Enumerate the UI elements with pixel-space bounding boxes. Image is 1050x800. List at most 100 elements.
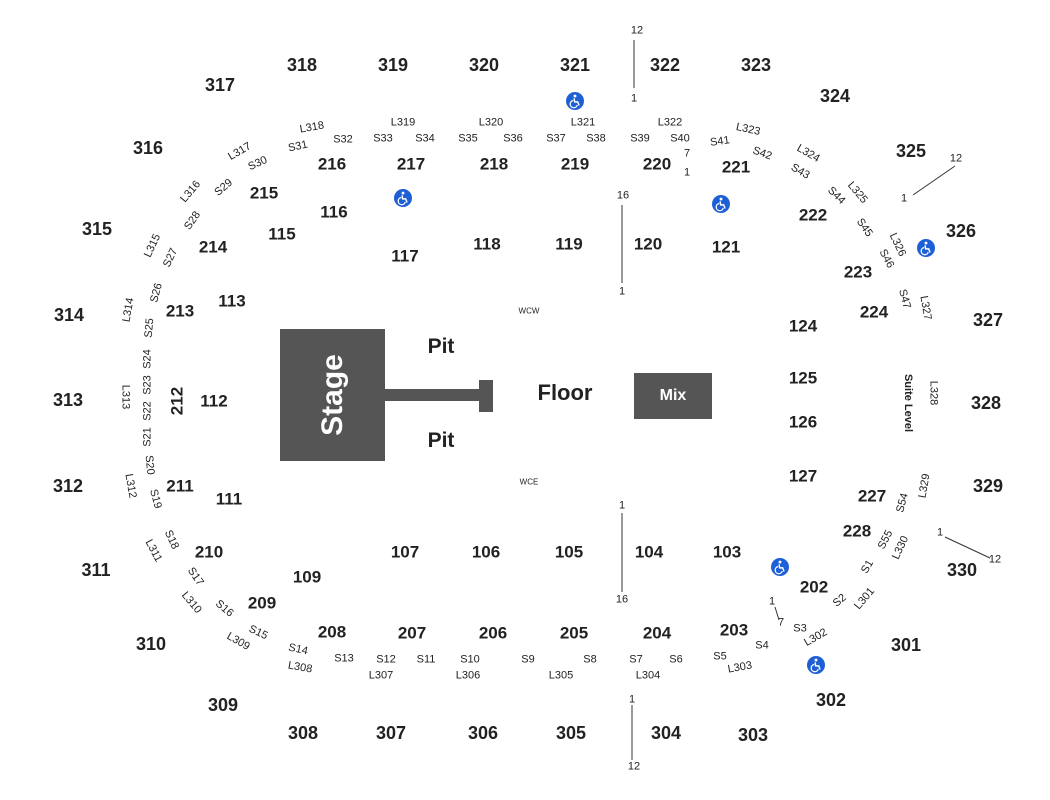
section-104[interactable]: 104: [634, 542, 664, 562]
section-313[interactable]: 313: [52, 390, 84, 410]
loge-L321[interactable]: L321: [570, 116, 596, 129]
suite-S33[interactable]: S33: [373, 132, 393, 145]
section-105[interactable]: 105: [554, 542, 584, 562]
section-117[interactable]: 117: [391, 246, 419, 266]
wheelchair-icon[interactable]: [394, 189, 412, 207]
wheelchair-icon[interactable]: [712, 195, 730, 213]
section-326[interactable]: 326: [945, 221, 977, 241]
loge-L320[interactable]: L320: [478, 116, 504, 129]
section-305[interactable]: 305: [555, 723, 587, 743]
section-203[interactable]: 203: [719, 620, 749, 640]
suite-S3[interactable]: S3: [793, 622, 807, 635]
section-222[interactable]: 222: [798, 205, 828, 225]
section-207[interactable]: 207: [397, 623, 427, 643]
suite-S21[interactable]: S21: [141, 427, 154, 447]
loge-L319[interactable]: L319: [390, 116, 416, 129]
section-329[interactable]: 329: [972, 476, 1004, 496]
loge-L313[interactable]: L313: [119, 384, 132, 410]
section-111[interactable]: 111: [215, 489, 243, 509]
section-107[interactable]: 107: [390, 542, 420, 562]
suite-S23[interactable]: S23: [141, 375, 154, 395]
section-221[interactable]: 221: [721, 157, 751, 177]
suite-S36[interactable]: S36: [503, 132, 523, 145]
section-304[interactable]: 304: [650, 723, 682, 743]
section-219[interactable]: 219: [560, 154, 590, 174]
pit-front-right[interactable]: Pit: [427, 429, 455, 452]
wheelchair-icon[interactable]: [771, 558, 789, 576]
section-320[interactable]: 320: [468, 55, 500, 75]
suite-S9[interactable]: S9: [521, 653, 535, 666]
section-119[interactable]: 119: [555, 234, 583, 254]
section-120[interactable]: 120: [633, 234, 663, 254]
suite-S4[interactable]: S4: [755, 639, 769, 652]
suite-S7[interactable]: S7: [629, 653, 643, 666]
section-306[interactable]: 306: [467, 723, 499, 743]
section-206[interactable]: 206: [478, 623, 508, 643]
suite-S38[interactable]: S38: [586, 132, 606, 145]
section-126[interactable]: 126: [788, 412, 818, 432]
section-208[interactable]: 208: [317, 622, 347, 642]
section-319[interactable]: 319: [377, 55, 409, 75]
section-106[interactable]: 106: [471, 542, 501, 562]
suite-S32[interactable]: S32: [333, 133, 353, 146]
section-314[interactable]: 314: [53, 305, 85, 325]
section-118[interactable]: 118: [473, 234, 501, 254]
section-312[interactable]: 312: [52, 476, 84, 496]
section-318[interactable]: 318: [286, 55, 318, 75]
section-330[interactable]: 330: [946, 560, 978, 580]
section-115[interactable]: 115: [268, 224, 296, 244]
suite-S8[interactable]: S8: [583, 653, 597, 666]
section-315[interactable]: 315: [81, 219, 113, 239]
section-303[interactable]: 303: [737, 725, 769, 745]
section-311[interactable]: 311: [81, 560, 111, 580]
section-227[interactable]: 227: [857, 486, 887, 506]
suite-S37[interactable]: S37: [546, 132, 566, 145]
section-309[interactable]: 309: [207, 695, 239, 715]
section-112[interactable]: 112: [200, 391, 228, 411]
loge-L322[interactable]: L322: [657, 116, 683, 129]
section-327[interactable]: 327: [972, 310, 1004, 330]
wheelchair-icon[interactable]: [807, 656, 825, 674]
section-204[interactable]: 204: [642, 623, 672, 643]
suite-S24[interactable]: S24: [141, 349, 154, 369]
section-116[interactable]: 116: [320, 202, 348, 222]
section-109[interactable]: 109: [292, 567, 322, 587]
section-310[interactable]: 310: [135, 634, 167, 654]
section-301[interactable]: 301: [890, 635, 922, 655]
suite-S35[interactable]: S35: [458, 132, 478, 145]
section-223[interactable]: 223: [843, 262, 873, 282]
section-127[interactable]: 127: [788, 466, 818, 486]
section-308[interactable]: 308: [287, 723, 319, 743]
suite-S12[interactable]: S12: [376, 653, 396, 666]
section-302[interactable]: 302: [815, 690, 847, 710]
loge-L304[interactable]: L304: [635, 669, 661, 682]
section-220[interactable]: 220: [642, 154, 672, 174]
wheelchair-icon[interactable]: [566, 92, 584, 110]
section-228[interactable]: 228: [842, 521, 872, 541]
section-323[interactable]: 323: [740, 55, 772, 75]
pit-front-left[interactable]: Pit: [427, 335, 455, 358]
section-125[interactable]: 125: [788, 368, 818, 388]
suite-S5[interactable]: S5: [713, 650, 727, 663]
section-211[interactable]: 211: [166, 476, 194, 496]
section-124[interactable]: 124: [788, 316, 818, 336]
suite-S20[interactable]: S20: [142, 454, 157, 476]
suite-S34[interactable]: S34: [415, 132, 435, 145]
section-325[interactable]: 325: [895, 141, 927, 161]
section-209[interactable]: 209: [247, 593, 277, 613]
section-317[interactable]: 317: [204, 75, 236, 95]
section-321[interactable]: 321: [559, 55, 591, 75]
section-328[interactable]: 328: [970, 393, 1002, 413]
loge-L328[interactable]: L328: [927, 380, 940, 406]
suite-S6[interactable]: S6: [669, 653, 683, 666]
suite-S22[interactable]: S22: [141, 401, 154, 421]
section-113[interactable]: 113: [218, 291, 246, 311]
section-202[interactable]: 202: [799, 577, 829, 597]
section-324[interactable]: 324: [819, 86, 851, 106]
loge-L307[interactable]: L307: [368, 669, 394, 682]
section-205[interactable]: 205: [559, 623, 589, 643]
section-217[interactable]: 217: [396, 154, 426, 174]
section-218[interactable]: 218: [479, 154, 509, 174]
section-121[interactable]: 121: [711, 237, 741, 257]
section-224[interactable]: 224: [859, 302, 889, 322]
